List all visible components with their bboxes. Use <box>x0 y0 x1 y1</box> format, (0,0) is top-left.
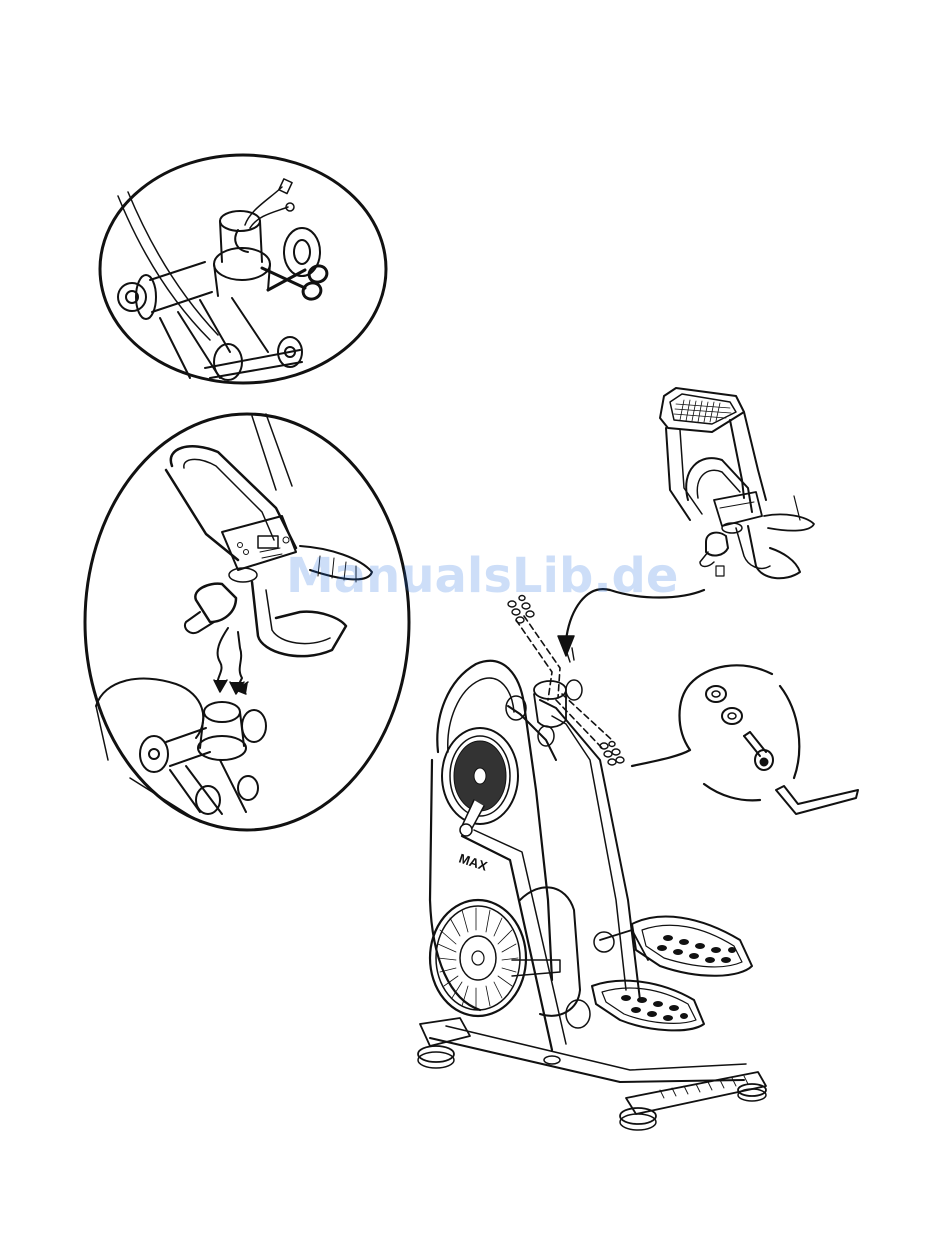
watermark: ManualsLib.de <box>286 548 666 604</box>
arrow-head <box>558 636 574 656</box>
console-assembly <box>660 388 814 578</box>
detail-circle-middle <box>85 414 409 830</box>
hardware-callout <box>632 665 799 800</box>
scissors-icon <box>262 263 329 301</box>
allen-wrench-icon <box>776 786 858 814</box>
detail-circle-top <box>100 155 386 383</box>
main-machine: MAX <box>418 661 766 1130</box>
bolts-bottom <box>600 742 624 766</box>
max-badge: MAX <box>457 851 489 874</box>
